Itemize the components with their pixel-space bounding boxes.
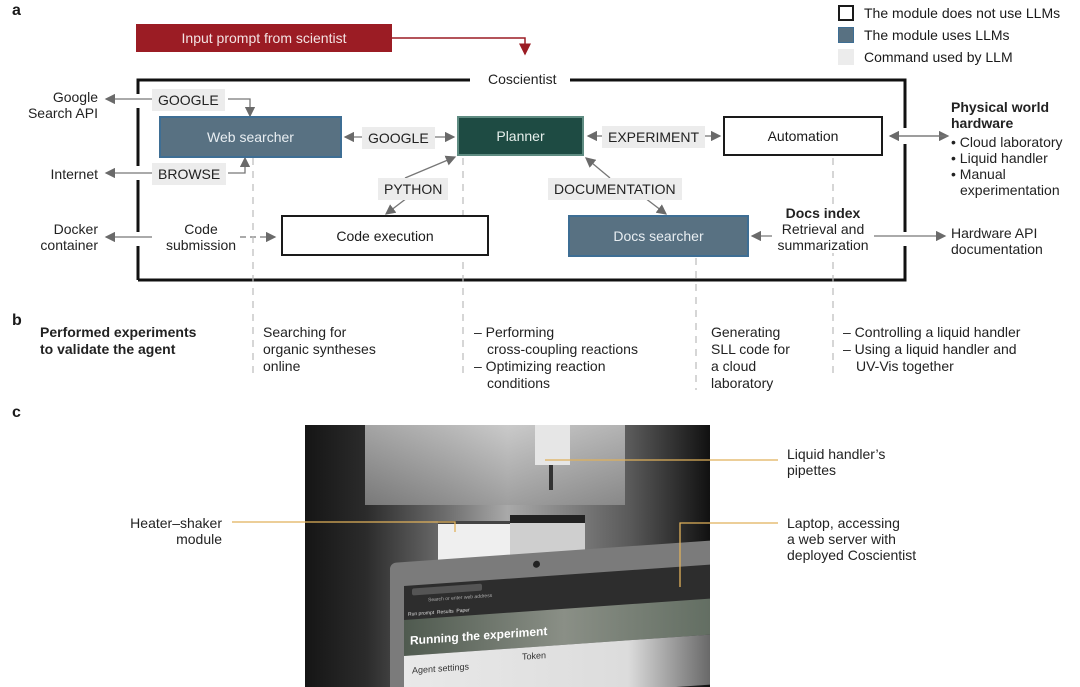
label-line: hardware [951, 115, 1014, 131]
label-line: documentation [951, 241, 1043, 257]
callout-line-heater [232, 521, 456, 532]
input-arrow [392, 37, 531, 56]
physical-item: • Manual experimentation [951, 166, 1060, 198]
label-line: – Controlling a liquid handler [843, 324, 1021, 340]
outline-swatch-icon [838, 5, 854, 21]
lab-background [365, 425, 625, 505]
label-line: laboratory [711, 375, 774, 391]
label-line: Liquid handler’s [787, 446, 886, 462]
legend-label: The module uses LLMs [864, 27, 1010, 43]
web-searcher-module: Web searcher [159, 116, 342, 158]
label-line: a web server with [787, 531, 896, 547]
planner-module: Planner [457, 116, 584, 156]
label-line: to validate the agent [40, 341, 176, 357]
experiments-heading: Performed experiments to validate the ag… [40, 324, 196, 358]
frame-right [138, 78, 907, 282]
lab-photo: Search or enter web address Run prompt R… [305, 425, 710, 687]
code-execution-module: Code execution [281, 215, 489, 256]
physical-hardware-label: Physical world hardware • Cloud laborato… [951, 99, 1080, 198]
label-line: – Optimizing reaction [474, 358, 606, 374]
label-line: Searching for [263, 324, 347, 340]
callout-line-laptop [679, 522, 778, 587]
docker-container-label: Docker container [20, 221, 98, 253]
filled-swatch-icon [838, 27, 854, 43]
frame-left [136, 78, 470, 280]
input-prompt-label: Input prompt from scientist [181, 30, 347, 46]
legend-item-command: Command used by LLM [838, 49, 1013, 65]
callout-pipettes: Liquid handler’s pipettes [787, 446, 885, 478]
command-google-search: GOOGLE [152, 89, 225, 111]
legend-item-no-llm: The module does not use LLMs [838, 5, 1060, 21]
label-line: Docker [53, 221, 98, 237]
diagram-connectors [104, 37, 950, 390]
label-line: submission [165, 237, 237, 253]
pipette-head [535, 425, 570, 465]
panel-label-b: b [12, 312, 22, 329]
internet-label: Internet [50, 166, 98, 182]
light-swatch-icon [838, 49, 854, 65]
code-submission-label: Code submission [162, 221, 240, 253]
label-line: Hardware API [951, 225, 1038, 241]
legend-item-uses-llm: The module uses LLMs [838, 27, 1010, 43]
command-python: PYTHON [378, 178, 449, 200]
item-text: Liquid handler [959, 150, 1048, 166]
label-line: Heater–shaker [130, 515, 222, 531]
code-execution-label: Code execution [336, 227, 434, 244]
experiment-col-docs: Generating SLL code for a cloud laborato… [711, 324, 790, 392]
label-line: – Performing [474, 324, 555, 340]
command-experiment: EXPERIMENT [602, 126, 706, 148]
docs-index-label: Docs index Retrieval and summarization [772, 205, 874, 253]
docs-index-title: Docs index [785, 205, 861, 221]
label-line: a cloud [711, 358, 757, 374]
label-line: summarization [777, 237, 869, 253]
automation-label: Automation [767, 128, 839, 144]
experiment-col-planner: – Performing cross-coupling reactions – … [474, 324, 638, 392]
label-line: – Using a liquid handler and [843, 341, 1017, 357]
label-line: organic syntheses [263, 341, 376, 357]
experiment-col-automation: – Controlling a liquid handler – Using a… [843, 324, 1020, 375]
callout-lines [232, 459, 778, 587]
item-text: Cloud laboratory [959, 134, 1063, 150]
system-title: Coscientist [488, 71, 557, 87]
panel-label-a: a [12, 2, 21, 19]
label-line: cross-coupling reactions [487, 341, 638, 357]
google-search-api-label: Google Search API [20, 89, 98, 121]
callout-laptop: Laptop, accessing a web server with depl… [787, 515, 916, 563]
hardware-api-label: Hardware API documentation [951, 225, 1043, 257]
label-line: Laptop, accessing [787, 515, 900, 531]
command-google-planner: GOOGLE [362, 127, 435, 149]
planner-label: Planner [496, 128, 545, 144]
label-line: Search API [27, 105, 98, 121]
label-line: deployed Coscientist [787, 547, 917, 563]
docs-searcher-label: Docs searcher [613, 228, 704, 244]
automation-module: Automation [723, 116, 883, 156]
label-line: module [176, 531, 222, 547]
label-line: Generating [711, 324, 781, 340]
label-line: Google [52, 89, 98, 105]
label-line: Retrieval and [781, 221, 865, 237]
label-line: pipettes [787, 462, 837, 478]
command-browse: BROWSE [152, 163, 227, 185]
physical-item: • Liquid handler [951, 150, 1048, 166]
label-line: Code [184, 221, 218, 237]
item-text: Manual experimentation [959, 166, 1060, 198]
legend-label: Command used by LLM [864, 49, 1013, 65]
label-line: Performed experiments [40, 324, 197, 340]
command-documentation: DOCUMENTATION [548, 178, 682, 200]
physical-item: • Cloud laboratory [951, 134, 1063, 150]
legend-label: The module does not use LLMs [864, 5, 1061, 21]
web-searcher-label: Web searcher [207, 129, 294, 145]
label-line: conditions [487, 375, 551, 391]
docs-searcher-module: Docs searcher [568, 215, 749, 257]
experiment-col-web-search: Searching for organic syntheses online [263, 324, 376, 375]
pipette-tip [549, 465, 553, 490]
input-prompt-box: Input prompt from scientist [136, 24, 392, 52]
panel-label-c: c [12, 404, 21, 421]
label-line: SLL code for [711, 341, 790, 357]
label-line: Physical world [951, 99, 1050, 115]
label-line: online [263, 358, 301, 374]
callout-heater-shaker: Heater–shaker module [100, 515, 222, 547]
label-line: container [40, 237, 98, 253]
label-line: UV-Vis together [856, 358, 954, 374]
